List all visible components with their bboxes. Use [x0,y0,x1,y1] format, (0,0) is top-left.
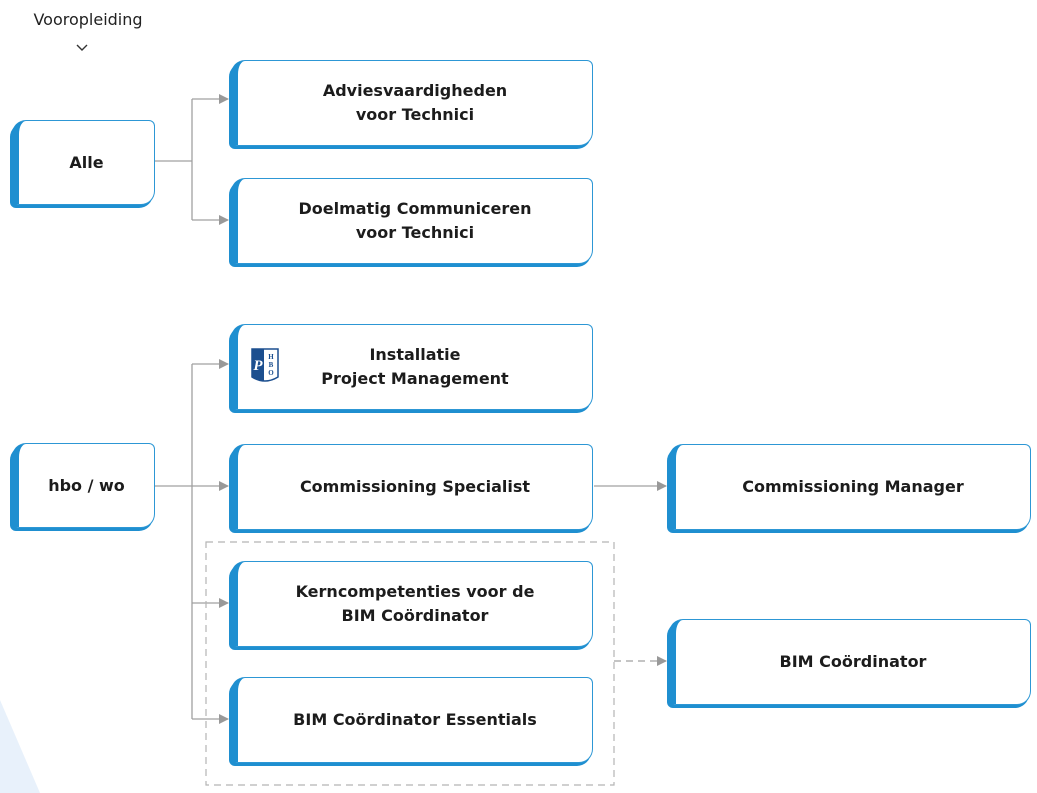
course-doelmatig-communiceren[interactable]: Doelmatig Communiceren voor Technici [231,178,593,264]
course-commissioning-manager[interactable]: Commissioning Manager [669,444,1031,530]
logo-letter-p: P [253,358,263,374]
course-commissioning-specialist[interactable]: Commissioning Specialist [231,444,593,530]
course-bim-essentials-label: BIM Coördinator Essentials [293,710,537,729]
course-kerncompetenties-label: Kerncompetenties voor de BIM Coördinator [295,582,535,625]
course-installatie-project-management[interactable]: P H B O Installatie Project Management [231,324,593,410]
course-bim-coordinator-essentials[interactable]: BIM Coördinator Essentials [231,677,593,763]
course-commissioning-manager-label: Commissioning Manager [742,477,964,496]
prerequisite-header: Vooropleiding [33,10,143,29]
corner-decoration [0,700,40,793]
course-adviesvaardigheden[interactable]: Adviesvaardigheden voor Technici [231,60,593,146]
prerequisite-alle[interactable]: Alle [12,120,155,205]
prerequisite-alle-label: Alle [69,152,104,172]
course-doelmatig-label: Doelmatig Communiceren voor Technici [298,199,532,242]
course-bim-coordinator[interactable]: BIM Coördinator [669,619,1031,705]
course-kerncompetenties-bim[interactable]: Kerncompetenties voor de BIM Coördinator [231,561,593,647]
logo-letter-o: O [268,369,274,377]
prerequisite-hbo-wo[interactable]: hbo / wo [12,443,155,528]
phbo-logo-icon: P H B O [251,348,279,382]
logo-letter-h: H [268,353,274,361]
course-commissioning-specialist-label: Commissioning Specialist [299,477,531,496]
chevron-down-icon [76,44,88,51]
course-installatie-label: Installatie Project Management [321,345,509,388]
prerequisite-hbo-wo-label: hbo / wo [48,475,125,495]
course-bim-coordinator-label: BIM Coördinator [779,652,927,671]
logo-letter-b: B [269,361,274,369]
course-adviesvaardigheden-label: Adviesvaardigheden voor Technici [322,81,508,124]
